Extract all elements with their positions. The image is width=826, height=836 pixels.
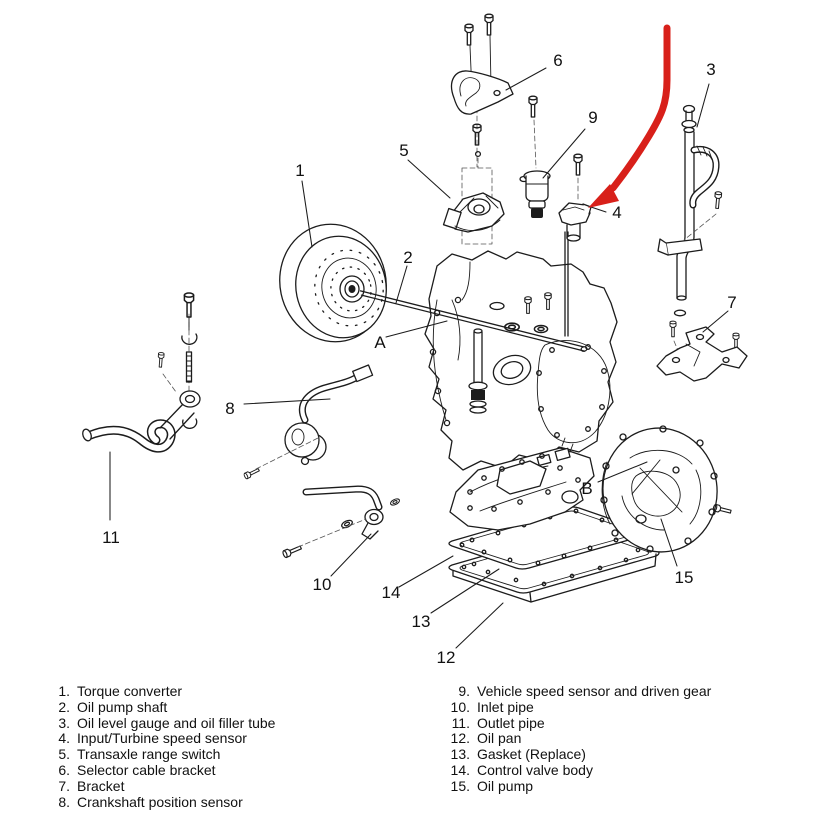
- legend-item-text: Oil pump: [477, 777, 534, 794]
- legend-item-text: Input/Turbine speed sensor: [77, 730, 247, 747]
- legend-item: 10. Inlet pipe: [444, 698, 711, 716]
- legend-item-text: Oil pump shaft: [77, 698, 168, 715]
- legend-item-text: Gasket (Replace): [477, 746, 586, 763]
- legend-item-number: 2.: [58, 698, 70, 715]
- legend-item: 5. Transaxle range switch: [44, 746, 275, 763]
- legend-item-text: Transaxle range switch: [77, 746, 221, 763]
- legend-item-text: Crankshaft position sensor: [77, 793, 243, 810]
- torque-converter-part: [279, 223, 387, 343]
- legend-item-text: Vehicle speed sensor and driven gear: [477, 683, 712, 699]
- legend-item-text: Bracket: [77, 777, 125, 794]
- callout-3: 3: [706, 60, 715, 79]
- callout-labels: 1 2 3 4 5 6 7 8 9 10 11 12 13 14 15 A B: [102, 51, 737, 667]
- legend-item-number: 12.: [450, 730, 470, 747]
- legend-item: 11. Outlet pipe: [444, 714, 711, 732]
- legend-item-number: 10.: [450, 698, 470, 715]
- red-arrow-head: [588, 184, 619, 208]
- vehicle-speed-sensor-part: [519, 95, 551, 218]
- red-annotation-arrow: [588, 24, 671, 208]
- legend-item-text: Selector cable bracket: [77, 761, 216, 778]
- input-speed-sensor-part: [558, 153, 592, 242]
- legend-item: 6. Selector cable bracket: [44, 761, 275, 779]
- callout-7: 7: [727, 293, 736, 312]
- callout-1: 1: [295, 161, 304, 180]
- legend-item-number: 15.: [450, 777, 470, 794]
- oil-pump-shaft-part: [359, 290, 588, 352]
- legend-item-number: 4.: [58, 730, 70, 747]
- control-valve-body-part: [449, 437, 595, 531]
- callout-12: 12: [437, 648, 456, 667]
- callout-5: 5: [399, 141, 408, 160]
- legend-item-number: 11.: [451, 714, 470, 731]
- legend-item: 12. Oil pan: [444, 731, 711, 747]
- oil-filler-tube-part: [657, 104, 723, 317]
- legend-item-number: 9.: [458, 683, 470, 699]
- legend-item: 8. Crankshaft position sensor: [44, 793, 275, 811]
- legend-item-number: 6.: [58, 761, 70, 778]
- legend-item: 4. Input/Turbine speed sensor: [44, 731, 275, 747]
- legend-item-text: Outlet pipe: [477, 714, 545, 731]
- legend-item-number: 1.: [58, 683, 70, 699]
- callout-10: 10: [313, 575, 332, 594]
- callout-4: 4: [612, 203, 621, 222]
- callout-14: 14: [382, 583, 401, 602]
- inlet-pipe-part: [281, 485, 401, 559]
- legend-item: 3. Oil level gauge and oil filler tube: [44, 714, 276, 732]
- bracket-part: [656, 320, 748, 382]
- legend-item: 9. Vehicle speed sensor and driven gear: [444, 683, 712, 700]
- legend-item-text: Oil pan: [477, 730, 522, 747]
- crankshaft-position-sensor-part: [242, 364, 374, 480]
- callout-9: 9: [588, 108, 597, 127]
- legend-item: 15. Oil pump: [444, 777, 711, 795]
- legend-item-number: 5.: [58, 746, 70, 763]
- callout-13: 13: [412, 612, 431, 631]
- callout-A: A: [374, 333, 386, 352]
- callout-6: 6: [553, 51, 562, 70]
- oil-pump-part: [600, 425, 733, 553]
- leader-lines: [109, 67, 729, 649]
- legend-item-number: 3.: [58, 714, 70, 731]
- parts-legend: 1. Torque converter 2. Oil pump shaft 3. Oi…: [0, 683, 826, 824]
- red-arrow-shaft: [609, 24, 671, 192]
- legend-item: 13. Gasket (Replace): [444, 746, 711, 763]
- legend-item-number: 14.: [450, 761, 470, 778]
- callout-B: B: [581, 479, 592, 498]
- legend-right-column: 9. Vehicle speed sensor and driven gear 1…: [444, 683, 712, 795]
- callout-15: 15: [675, 568, 694, 587]
- legend-item-number: 13.: [450, 746, 470, 763]
- legend-left-column: 1. Torque converter 2. Oil pump shaft 3. Oi…: [44, 683, 276, 811]
- legend-item-number: 7.: [58, 777, 70, 794]
- callout-2: 2: [403, 248, 412, 267]
- legend-item: 2. Oil pump shaft: [44, 698, 275, 716]
- selector-cable-bracket-part: [450, 13, 514, 115]
- legend-item: 14. Control valve body: [444, 761, 711, 779]
- legend-item-text: Torque converter: [77, 683, 183, 699]
- legend-item-number: 8.: [58, 793, 70, 810]
- outlet-pipe-part: [82, 292, 201, 453]
- legend-item-text: Oil level gauge and oil filler tube: [77, 714, 276, 731]
- legend-item: 7. Bracket: [44, 777, 275, 795]
- callout-11: 11: [102, 528, 120, 547]
- legend-item: 1. Torque converter: [44, 683, 275, 700]
- legend-item-text: Control valve body: [477, 761, 593, 778]
- callout-8: 8: [225, 399, 234, 418]
- transaxle-case: [424, 231, 618, 471]
- transaxle-range-switch-part: [442, 123, 505, 233]
- legend-item-text: Inlet pipe: [477, 698, 534, 715]
